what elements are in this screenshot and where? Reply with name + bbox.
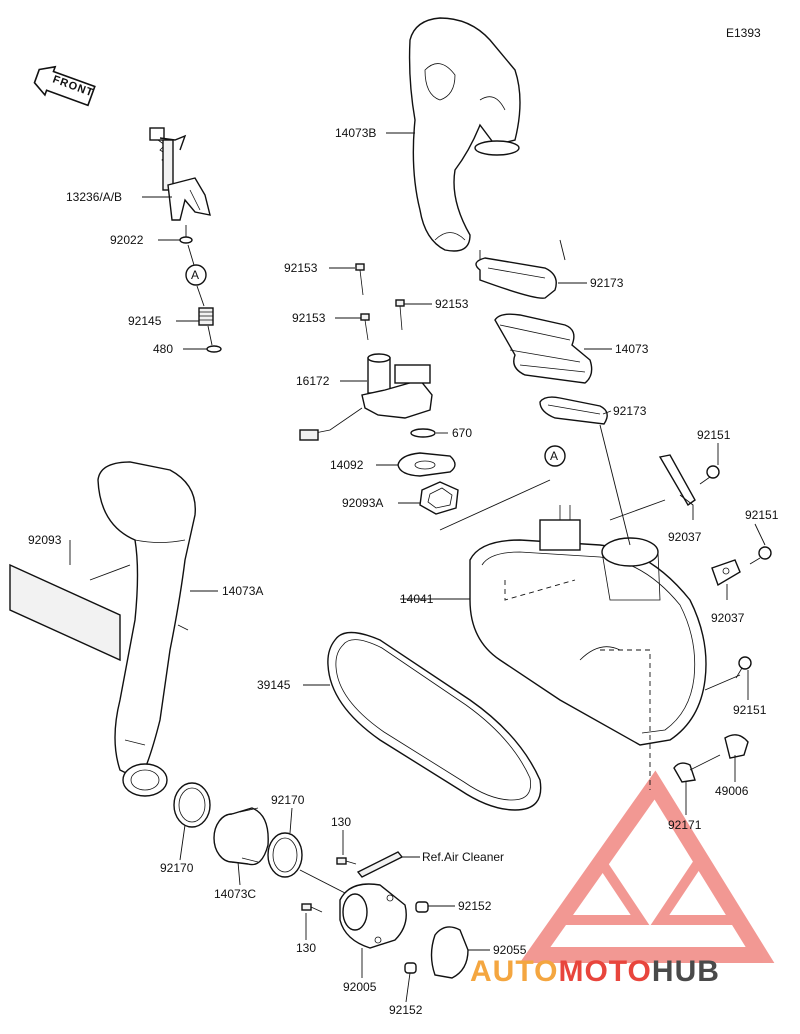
callout-a-circle-1 [185, 264, 207, 286]
bolt-130-upper [336, 857, 357, 865]
dashed-guide-2 [600, 649, 651, 790]
label-14073A: 14073A [222, 584, 263, 598]
label-92153-c: 92153 [292, 311, 326, 325]
watermark-auto: AUTO [470, 955, 558, 988]
watermark-moto: MOTO [558, 955, 651, 988]
label-92152-a: 92152 [458, 899, 492, 913]
front-arrow-icon [33, 65, 96, 107]
grommet-92152-lower [404, 962, 417, 974]
spring-92145 [198, 307, 214, 326]
duct-14073A [97, 461, 196, 797]
label-92055: 92055 [493, 943, 527, 957]
label-130-a: 130 [331, 815, 351, 829]
label-92171: 92171 [668, 818, 702, 832]
label-670: 670 [452, 426, 472, 440]
duct-14073 [494, 313, 593, 384]
label-92037-b: 92037 [711, 611, 745, 625]
label-92153-a: 92153 [284, 261, 318, 275]
washer-92022 [179, 236, 193, 244]
label-92153-b: 92153 [435, 297, 469, 311]
label-92145: 92145 [128, 314, 162, 328]
label-92170-b: 92170 [271, 793, 305, 807]
duct-14073B [408, 17, 521, 252]
callout-a-circle-2 [544, 445, 566, 467]
label-ref-air-cleaner: Ref.Air Cleaner [422, 850, 504, 864]
gasket-92055 [430, 926, 469, 979]
diagram-code: E1393 [726, 26, 761, 40]
label-92151-a: 92151 [697, 428, 731, 442]
clamp-92170-right [267, 832, 303, 878]
bracket-92037-lower [711, 559, 741, 587]
watermark-hub: HUB [652, 955, 720, 988]
adapter-92005 [339, 883, 407, 949]
label-39145: 39145 [257, 678, 291, 692]
callout-a-1: A [191, 268, 199, 282]
label-130-b: 130 [296, 941, 316, 955]
label-14041: 14041 [400, 592, 434, 606]
label-92173-a: 92173 [590, 276, 624, 290]
o-ring-670 [410, 428, 436, 438]
label-92151-c: 92151 [733, 703, 767, 717]
label-14073C: 14073C [214, 887, 256, 901]
label-92022: 92022 [110, 233, 144, 247]
label-16172: 16172 [296, 374, 330, 388]
label-92093A: 92093A [342, 496, 383, 510]
leader-lines [69, 132, 766, 1003]
label-13236: 13236/A/B [66, 190, 122, 204]
label-92152-b: 92152 [389, 1003, 423, 1017]
label-92170-a: 92170 [160, 861, 194, 875]
grommet-92152-upper [415, 901, 429, 913]
label-14073: 14073 [615, 342, 649, 356]
label-92093: 92093 [28, 533, 62, 547]
gasket-92093A [419, 481, 459, 515]
bolt-92151-lower [735, 656, 752, 679]
label-49006: 49006 [715, 784, 749, 798]
bolt-92151-upper [699, 465, 720, 485]
watermark-logo [519, 770, 775, 963]
bolts-92153 [355, 263, 405, 341]
watermark-text: AUTOMOTOHUB [470, 955, 720, 988]
clamp-92173-top [475, 257, 557, 299]
clip-92171 [673, 754, 721, 783]
bolt-130-lower [301, 903, 323, 913]
label-92173-b: 92173 [613, 404, 647, 418]
label-14073B: 14073B [335, 126, 376, 140]
gasket-14092 [397, 452, 456, 477]
label-14092: 14092 [330, 458, 364, 472]
belt-cover-14041 [469, 505, 707, 746]
stopper-assembly [149, 127, 211, 221]
label-480: 480 [153, 342, 173, 356]
filter-92093 [9, 563, 121, 662]
bracket-92037-upper [658, 454, 696, 507]
dashed-guide-1 [504, 579, 576, 601]
label-92151-b: 92151 [745, 508, 779, 522]
drive-belt-39145 [327, 631, 542, 811]
actuator-16172 [299, 353, 433, 441]
callout-a-2: A [550, 449, 558, 463]
duct-14073C [213, 807, 269, 866]
clamp-92170-left [173, 782, 211, 828]
rod-ref-air-cleaner [356, 851, 404, 878]
label-92037-a: 92037 [668, 530, 702, 544]
clamp-92173-lower [539, 396, 608, 425]
bolt-92151-mid [749, 546, 772, 565]
label-92005: 92005 [343, 980, 377, 994]
plug-49006 [724, 734, 749, 759]
ring-480 [206, 345, 222, 353]
